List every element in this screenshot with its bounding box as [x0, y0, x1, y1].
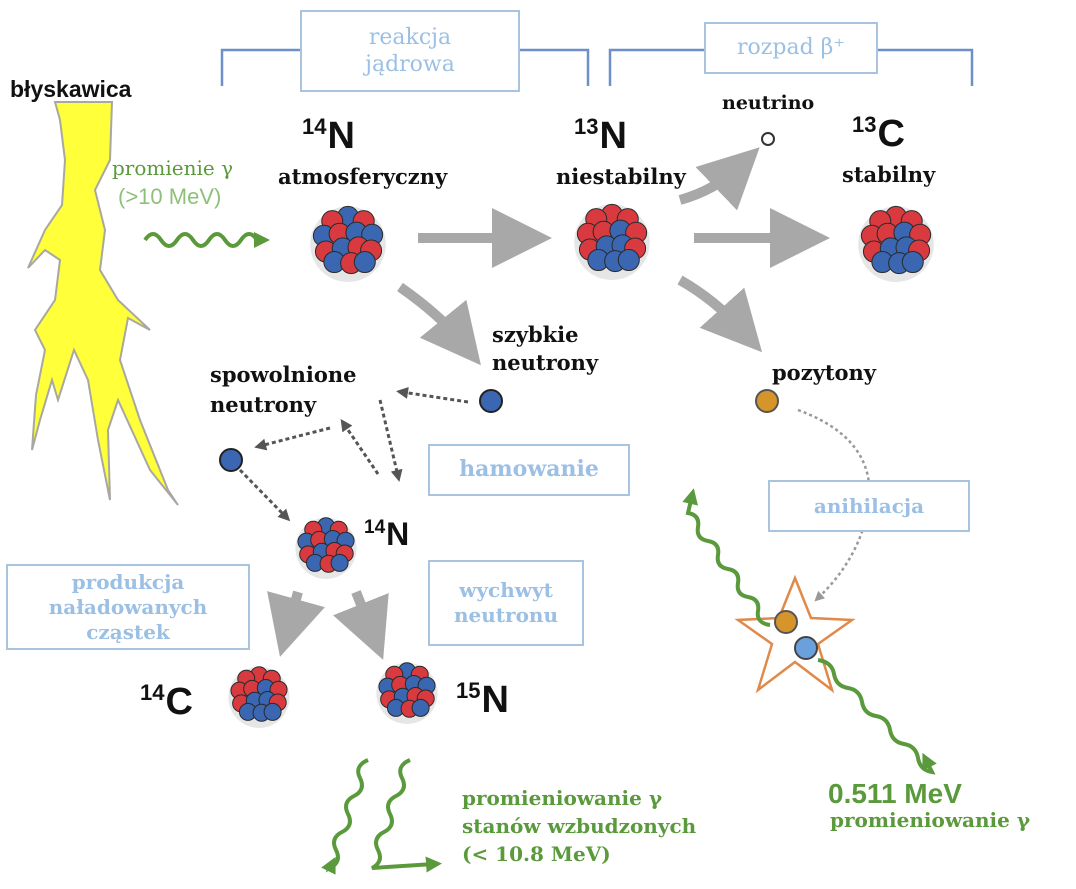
annihilation-energy: 0.511 MeV	[828, 778, 962, 809]
n14-capture-isotope-label: 14N	[364, 516, 409, 553]
box-nuclear-reaction-line1: reakcja	[368, 24, 452, 50]
box-beta-decay-text: rozpad β⁺	[737, 35, 845, 61]
nucleus-n15	[376, 662, 438, 725]
arrow-n14b-to-n15	[333, 590, 389, 660]
box-neutron-capture-line1: wychwyt	[459, 578, 553, 602]
c13-description: stabilny	[842, 162, 936, 187]
n14-capture-mass-number: 14	[364, 517, 386, 538]
n14-isotope-label: 14N	[302, 114, 355, 158]
gamma-in-label: promienie γ	[112, 156, 234, 180]
c14-isotope-label: 14C	[140, 680, 193, 724]
box-nuclear-reaction-line2: jądrowa	[365, 52, 455, 77]
positron-particle	[755, 389, 779, 413]
neutron	[411, 698, 430, 717]
neutron	[901, 251, 924, 274]
box-charged-line2: naładowanych	[48, 594, 208, 619]
n14-capture-symbol: N	[386, 516, 410, 552]
slow-neutrons-line2: neutrony	[210, 392, 317, 417]
gamma-out-line2: stanów wzbudzonych	[462, 814, 697, 838]
box-braking-text: hamowanie	[459, 456, 599, 483]
box-nuclear-reaction: reakcja jądrowa	[300, 10, 520, 92]
neutron	[617, 249, 640, 272]
annihilation-star	[734, 574, 856, 694]
nucleus-n13-unstable	[574, 203, 650, 280]
neutron	[330, 553, 349, 572]
c13-isotope-label: 13C	[852, 112, 905, 156]
arrow-n13-to-positron	[677, 275, 763, 353]
n15-symbol: N	[481, 679, 509, 721]
box-braking: hamowanie	[428, 444, 630, 496]
arrow-n14b-to-c14	[267, 590, 325, 657]
n14-description: atmosferyczny	[278, 164, 448, 189]
fast-neutron-particle	[479, 389, 503, 413]
box-charged-line3: cząstek	[86, 619, 170, 644]
lightning-label: błyskawica	[10, 76, 132, 102]
box-neutron-capture-line2: neutronu	[453, 603, 558, 627]
c14-symbol: C	[165, 681, 193, 723]
c13-mass-number: 13	[852, 112, 877, 137]
n14-mass-number: 14	[302, 114, 327, 139]
box-annihilation-text: anihilacja	[813, 493, 925, 518]
n15-mass-number: 15	[456, 678, 481, 703]
n13-mass-number: 13	[574, 114, 599, 139]
box-charged-line1: produkcja	[71, 569, 185, 594]
gamma-wave-annihilation-down	[817, 658, 937, 775]
box-charged-production: produkcja naładowanych cząstek	[6, 564, 250, 650]
c13-symbol: C	[877, 113, 905, 155]
box-annihilation: anihilacja	[768, 480, 970, 532]
neutron	[353, 251, 376, 274]
star-positron-particle	[774, 610, 798, 634]
box-neutron-capture: wychwyt neutronu	[428, 560, 584, 646]
n14-symbol: N	[327, 115, 355, 157]
neutron	[263, 702, 282, 721]
gamma-wave-n15-right	[371, 758, 442, 873]
nucleus-n14-atmospheric	[310, 205, 386, 282]
star-electron-particle	[794, 636, 818, 660]
fast-neutrons-line2: neutrony	[492, 350, 599, 375]
annihilation-gamma-label: promieniowanie γ	[830, 808, 1031, 832]
gamma-out-line3: (< 10.8 MeV)	[462, 842, 611, 866]
dotted-zigzag-3	[254, 426, 331, 451]
neutrino-label: neutrino	[722, 92, 815, 114]
dotted-zigzag-2	[340, 419, 380, 475]
gamma-out-line1: promieniowanie γ	[462, 786, 663, 810]
neutrino-particle	[761, 132, 775, 146]
gamma-wave-annihilation-up	[682, 488, 771, 627]
nucleus-c13-stable	[858, 205, 934, 282]
gamma-in-energy: (>10 MeV)	[118, 184, 222, 209]
box-beta-decay: rozpad β⁺	[704, 22, 878, 74]
arrow-n14-to-fast-neutron	[397, 282, 481, 366]
n13-isotope-label: 13N	[574, 114, 627, 158]
lightning-bolt	[27, 101, 179, 506]
positrons-label: pozytony	[772, 360, 876, 385]
fast-neutrons-line1: szybkie	[492, 322, 579, 347]
gamma-wave-incoming	[143, 232, 270, 248]
dotted-zigzag-1	[378, 399, 403, 482]
c14-mass-number: 14	[140, 680, 165, 705]
dotted-slow-to-n14	[238, 468, 291, 522]
dotted-fast-to-slow	[396, 386, 469, 404]
slow-neutrons-line1: spowolnione	[210, 362, 357, 387]
arrow-n13-to-neutrino	[678, 147, 760, 211]
slow-neutron-particle	[219, 448, 243, 472]
nucleus-c14	[228, 666, 290, 729]
gamma-wave-n15-left	[321, 758, 369, 875]
n13-symbol: N	[599, 115, 627, 157]
n13-description: niestabilny	[556, 164, 686, 189]
n15-isotope-label: 15N	[456, 678, 509, 722]
nucleus-n14-capture	[295, 517, 357, 580]
